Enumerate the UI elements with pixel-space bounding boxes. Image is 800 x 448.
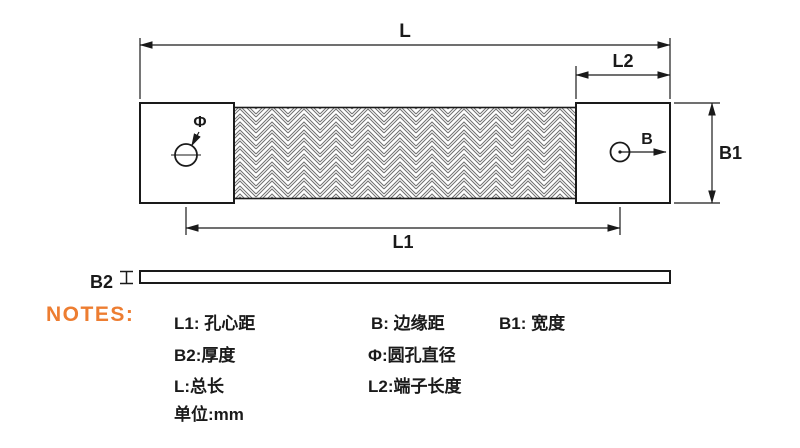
dim-total-length <box>139 38 671 99</box>
note-item-b2: B2:厚度 <box>174 346 236 365</box>
braid-section <box>233 106 577 200</box>
label-terminal-length: L2 <box>612 51 633 71</box>
note-item-phi: Φ:圆孔直径 <box>368 346 456 365</box>
label-thickness: B2 <box>90 272 113 292</box>
label-width: B1 <box>719 143 742 163</box>
side-view <box>120 270 671 285</box>
phi-leader-line <box>190 131 201 147</box>
connector-part <box>139 102 671 204</box>
dim-width <box>674 102 720 204</box>
b2-thickness-mark <box>120 270 133 285</box>
side-view-plate <box>139 270 671 284</box>
label-total-length: L <box>399 21 411 42</box>
technical-drawing: L L2 Φ B B1 <box>90 21 742 292</box>
notes-title: NOTES: <box>46 303 135 326</box>
note-item-b1: B1: 宽度 <box>499 314 566 333</box>
note-item-l2: L2:端子长度 <box>368 377 462 396</box>
right-hole-center-dot <box>618 150 622 154</box>
label-edge-distance: B <box>641 131 653 148</box>
note-item-l1: L1: 孔心距 <box>174 314 256 333</box>
dim-hole-center-distance <box>185 207 621 235</box>
note-item-unit: 单位:mm <box>174 405 244 424</box>
dim-terminal-length <box>575 66 671 99</box>
label-hole-diameter: Φ <box>193 114 206 131</box>
note-item-l: L:总长 <box>174 377 225 396</box>
label-hole-center-distance: L1 <box>392 232 413 252</box>
note-item-b: B: 边缘距 <box>371 314 445 333</box>
